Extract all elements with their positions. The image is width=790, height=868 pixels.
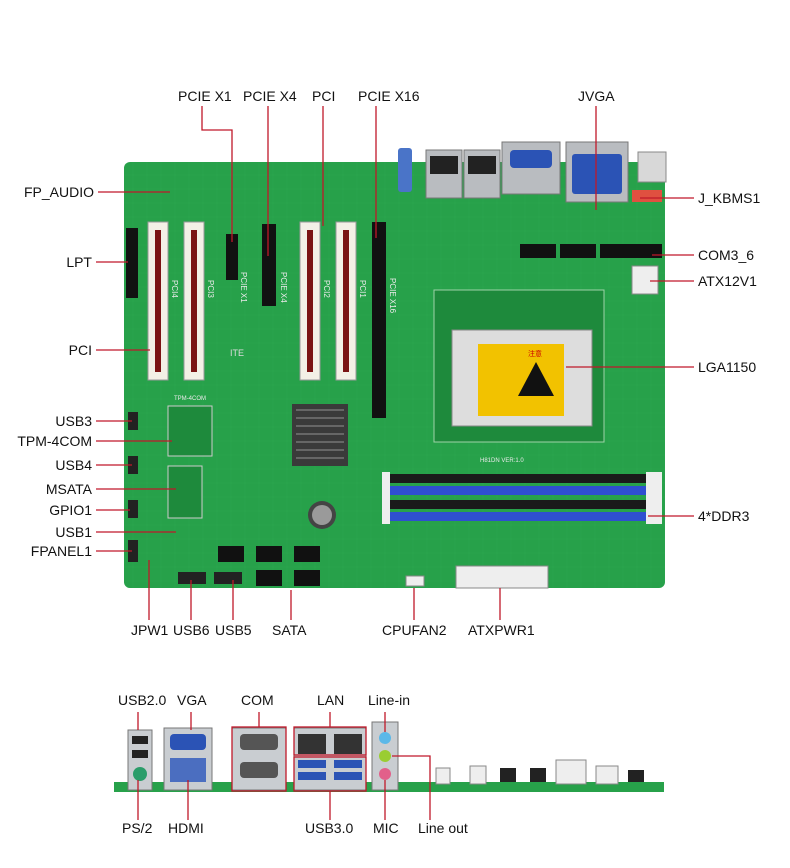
label-usb30: USB3.0 — [305, 820, 354, 836]
chipset-heatsink — [292, 404, 348, 466]
label-hdmi: HDMI — [168, 820, 204, 836]
label-pcie-x1: PCIE X1 — [178, 88, 232, 104]
cpu-socket — [433, 289, 605, 443]
label-ps2: PS/2 — [122, 820, 153, 836]
label-msata: MSATA — [45, 481, 92, 497]
pci-slots-left — [147, 221, 205, 381]
usb6-header — [178, 572, 206, 584]
label-j-kbms1: J_KBMS1 — [698, 190, 761, 206]
label-sata: SATA — [272, 622, 307, 638]
label-vga: VGA — [177, 692, 207, 708]
silk-pci3: PCI3 — [206, 280, 215, 298]
label-gpio1: GPIO1 — [49, 502, 92, 518]
label-lpt: LPT — [66, 254, 92, 270]
silk-pci2: PCI2 — [322, 280, 331, 298]
sata-ports — [218, 546, 320, 586]
label-tpm-4com: TPM-4COM — [17, 433, 92, 449]
label-com3-6: COM3_6 — [698, 247, 755, 263]
label-com: COM — [241, 692, 274, 708]
label-atxpwr1: ATXPWR1 — [468, 622, 535, 638]
label-jvga: JVGA — [578, 88, 615, 104]
label-line-in: Line-in — [368, 692, 411, 708]
silk-chip-mark: ITE — [230, 348, 244, 358]
label-mic: MIC — [373, 820, 399, 836]
rear-io-stack — [398, 141, 667, 203]
tpm-area — [167, 405, 213, 457]
silk-pcie-x4: PCIE X4 — [279, 272, 288, 303]
label-atx12v1: ATX12V1 — [698, 273, 757, 289]
label-usb1: USB1 — [55, 524, 92, 540]
ddr3-dimm-slots — [382, 472, 662, 524]
silk-pci1: PCI1 — [358, 280, 367, 298]
silk-pci4: PCI4 — [170, 280, 179, 298]
atx-power-connector — [455, 565, 549, 589]
silk-cpu-warning: 注意 — [528, 349, 542, 358]
io-panel-leader-lines — [137, 712, 431, 820]
io-panel — [114, 721, 664, 792]
msata-area — [167, 465, 203, 519]
silk-board-version: H81DN VER:1.0 — [480, 458, 524, 464]
silk-tpm-4com: TPM-4COM — [174, 396, 206, 402]
pci-slots-middle — [299, 221, 357, 381]
label-lan: LAN — [317, 692, 345, 708]
label-fpanel1: FPANEL1 — [30, 543, 92, 559]
pcie-x16-slot — [372, 222, 386, 418]
label-pci-top: PCI — [312, 88, 336, 104]
label-lga1150: LGA1150 — [698, 359, 757, 375]
usb5-header — [214, 572, 242, 584]
silk-pcie-x1: PCIE X1 — [239, 272, 248, 303]
lpt-header — [126, 228, 138, 298]
label-usb5: USB5 — [215, 622, 252, 638]
pcie-x1-slot — [226, 234, 238, 280]
label-pcie-x16: PCIE X16 — [358, 88, 420, 104]
label-usb4: USB4 — [55, 457, 92, 473]
label-4ddr3: 4*DDR3 — [698, 508, 750, 524]
label-usb6: USB6 — [173, 622, 210, 638]
mainboard-leader-lines — [96, 106, 694, 620]
atx12v-connector — [631, 265, 659, 295]
label-line-out: Line out — [418, 820, 468, 836]
label-jpw1: JPW1 — [131, 622, 169, 638]
label-pcie-x4: PCIE X4 — [243, 88, 297, 104]
com-headers — [520, 244, 662, 258]
label-usb3: USB3 — [55, 413, 92, 429]
label-pci-left: PCI — [68, 342, 92, 358]
label-usb20: USB2.0 — [118, 692, 167, 708]
cpufan-header — [405, 575, 425, 587]
silk-pcie-x16: PCIE X16 — [388, 278, 397, 314]
label-fp-audio: FP_AUDIO — [23, 184, 94, 200]
label-cpufan2: CPUFAN2 — [382, 622, 447, 638]
pcie-x4-slot — [262, 224, 276, 306]
left-headers — [128, 412, 138, 562]
